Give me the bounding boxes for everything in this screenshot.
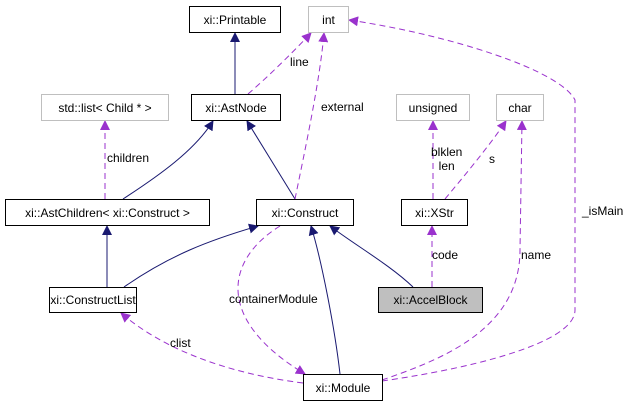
edge-label-name: name	[521, 248, 552, 262]
node-astnode[interactable]: xi::AstNode	[191, 94, 281, 121]
edge-label-ismain: _isMain	[582, 204, 624, 218]
edge-construct-astnode	[246, 120, 296, 200]
edge-construct-module	[237, 225, 306, 375]
node-construct[interactable]: xi::Construct	[256, 199, 354, 226]
edge-astchildren-astnode	[122, 120, 214, 200]
edge-label-children: children	[107, 151, 150, 165]
node-char[interactable]: char	[496, 94, 544, 121]
node-xstr[interactable]: xi::XStr	[401, 199, 468, 226]
edge-accelblock-construct	[329, 225, 414, 288]
edge-xstr-char	[444, 120, 507, 200]
edge-module-construct	[308, 225, 341, 375]
edge-label-clist: clist	[170, 336, 191, 350]
node-stdlist[interactable]: std::list< Child * >	[41, 94, 169, 121]
edge-label-s: s	[489, 152, 495, 166]
edge-label-code: code	[432, 248, 459, 262]
edge-module-int	[348, 16, 576, 382]
node-unsigned[interactable]: unsigned	[396, 94, 470, 121]
node-astchildren[interactable]: xi::AstChildren< xi::Construct >	[5, 199, 210, 226]
edge-constructlist-construct	[123, 223, 259, 288]
edge-module-constructlist	[120, 312, 304, 384]
node-int[interactable]: int	[308, 6, 349, 33]
node-module[interactable]: xi::Module	[303, 374, 383, 401]
edge-label-line: line	[290, 55, 309, 69]
node-accelblock: xi::AccelBlock	[378, 287, 483, 313]
edge-label-blklen-len: blklen len	[431, 145, 463, 173]
edge-label-containermodule: containerModule	[229, 292, 318, 306]
node-constructlist[interactable]: xi::ConstructList	[49, 287, 137, 313]
node-printable[interactable]: xi::Printable	[189, 6, 281, 33]
edge-construct-int	[294, 32, 329, 200]
edge-label-external: external	[321, 100, 364, 114]
